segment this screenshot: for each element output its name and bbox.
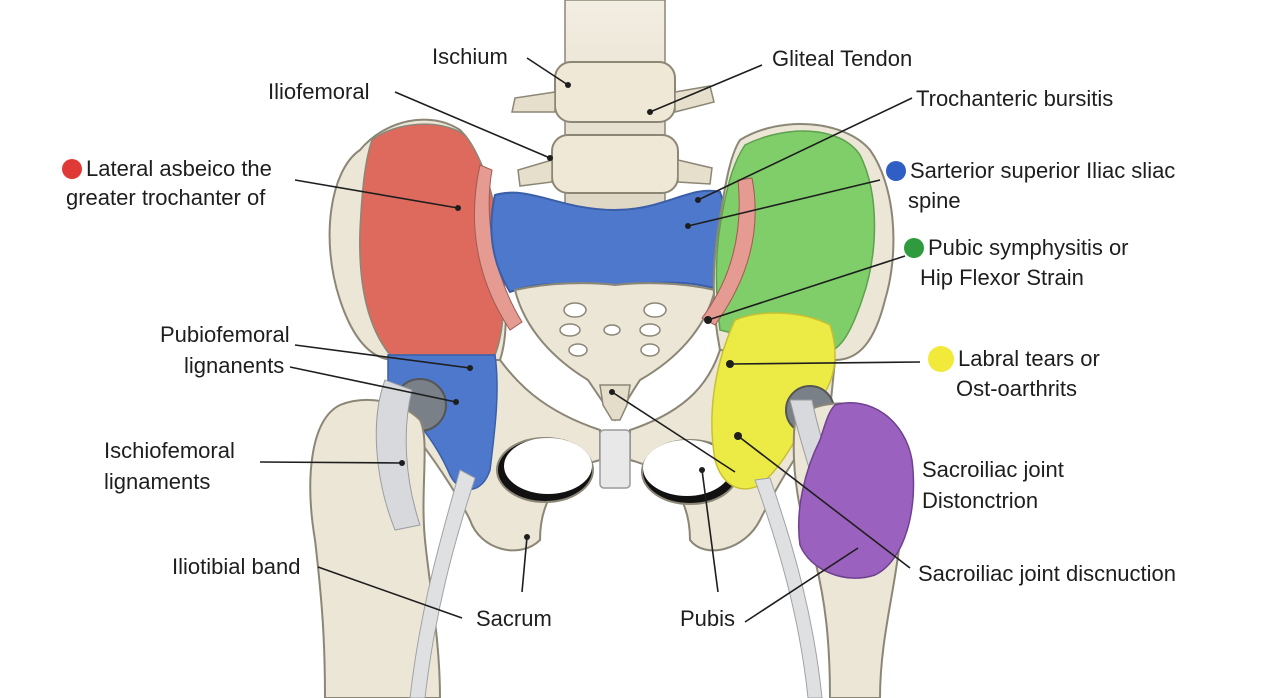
blue-legend-dot (886, 161, 906, 181)
label-pubofemoral-cont: lignanents (184, 353, 285, 378)
label-ischium: Ischium (432, 44, 508, 69)
leader-endpoints (399, 82, 742, 540)
vertebra-process-right-2 (677, 159, 713, 185)
label-asis-cont: spine (908, 188, 961, 213)
label-lateral-aspect: Lateral asbeico the (62, 154, 272, 184)
right-femur (785, 385, 915, 698)
label-asis: Sarterior superior Iliac sliac (886, 156, 1175, 186)
label-lateral-aspect-line1: Lateral asbeico the (86, 156, 272, 181)
vertebra-process-left (511, 91, 556, 113)
label-gluteal-tendon: Gliteal Tendon (772, 46, 913, 71)
pubic-symphysis (599, 429, 631, 489)
label-pubic-symphysitis-line1: Pubic symphysitis or (928, 235, 1129, 260)
label-labral-tears: Labral tears or (928, 344, 1100, 374)
yellow-region (711, 312, 836, 490)
label-pubis: Pubis (680, 606, 736, 631)
left-femur (309, 378, 447, 698)
red-legend-dot (62, 159, 82, 179)
label-labral-tears-cont: Ost-oarthrits (956, 376, 1078, 401)
left-ilium (328, 118, 523, 361)
label-sacroiliac-distonction: Sacroiliac joint (922, 457, 1064, 482)
label-iliotibial-band: Iliotibial band (172, 554, 301, 579)
green-legend-dot (904, 238, 924, 258)
right-iliotibial-band (754, 477, 823, 698)
yellow-legend-dot (928, 346, 954, 372)
label-ischiofemoral-cont: lignaments (104, 469, 211, 494)
left-muscle-strip (473, 164, 523, 331)
label-sacroiliac-disfunction: Sacroiliac joint discnuction (918, 561, 1177, 586)
label-pubofemoral: Pubiofemoral (160, 322, 290, 347)
coccyx (599, 384, 631, 421)
label-asis-line1: Sarterior superior Iliac sliac (910, 158, 1176, 183)
vertebra-process-right (674, 85, 715, 113)
vertebra-upper (554, 61, 676, 123)
label-sacroiliac-distonction-cont: Distonctrion (922, 488, 1039, 513)
left-iliotibial-band (409, 469, 476, 698)
right-ilium (701, 123, 895, 362)
label-pubic-symphysitis-cont: Hip Flexor Strain (920, 265, 1084, 290)
right-muscle-strip (701, 177, 756, 326)
label-trochanteric-bursitis: Trochanteric bursitis (916, 86, 1114, 111)
label-sacrum: Sacrum (476, 606, 552, 631)
label-pubic-symphysitis: Pubic symphysitis or (904, 233, 1129, 263)
lumbar-spine (511, 0, 715, 221)
vertebra-middle (551, 134, 679, 194)
label-lateral-aspect-cont: greater trochanter of (66, 185, 266, 210)
sacrum (513, 282, 717, 422)
label-iliofemoral: Iliofemoral (268, 79, 370, 104)
label-labral-tears-line1: Labral tears or (958, 346, 1100, 371)
vertebra-process-left-2 (517, 158, 553, 187)
left-ligaments (375, 379, 421, 531)
label-ischiofemoral: Ischiofemoral (104, 438, 235, 463)
purple-region (797, 402, 915, 579)
leader-lines (259, 57, 921, 623)
green-region (715, 130, 876, 356)
